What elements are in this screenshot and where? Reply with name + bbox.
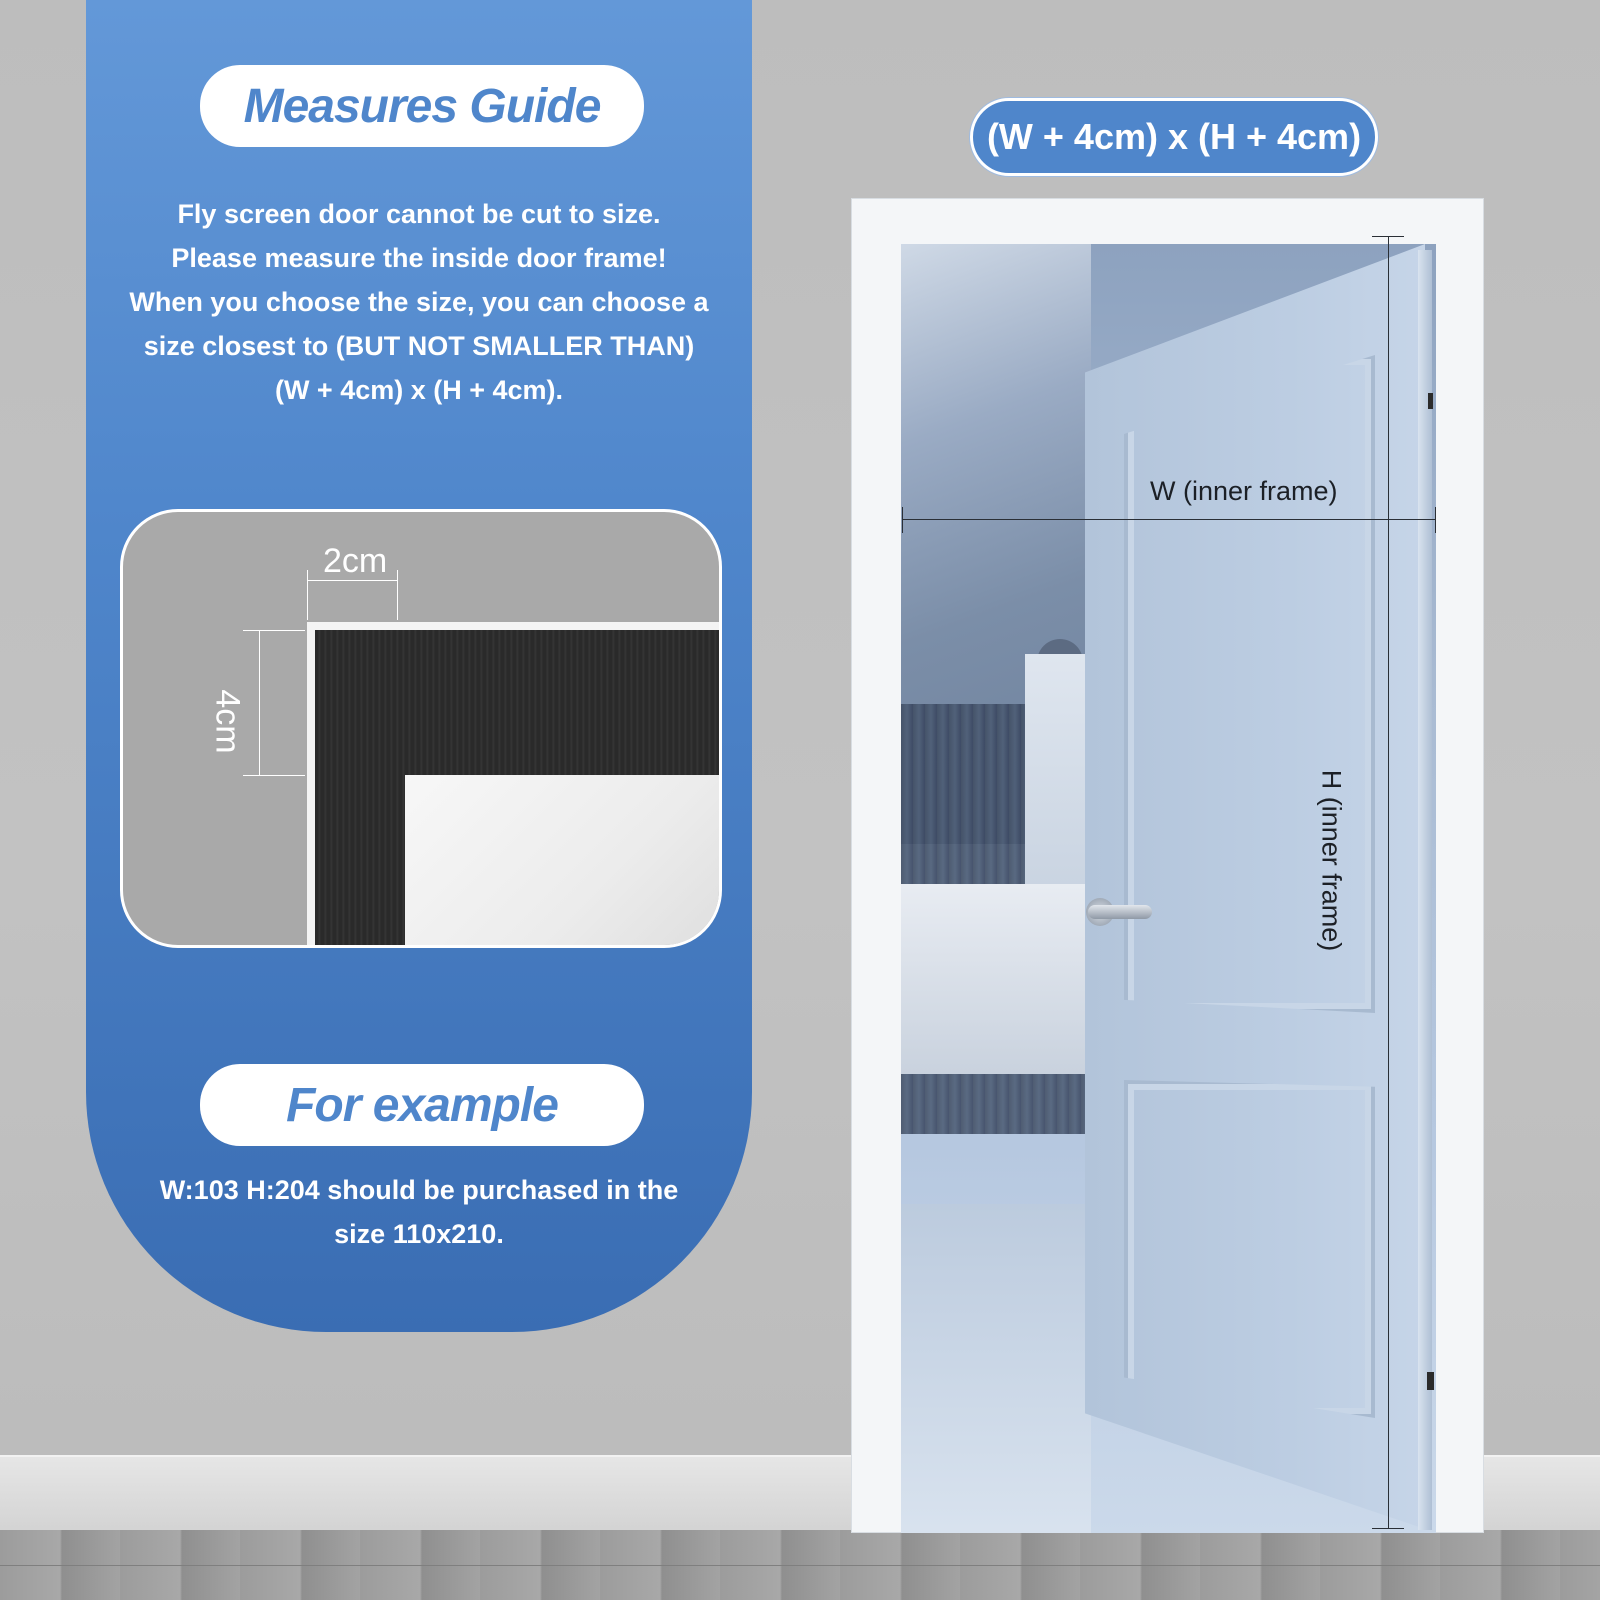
height-measure-tick [1372,236,1404,237]
church-tower [1025,654,1085,914]
guide-instructions: Fly screen door cannot be cut to size. P… [96,192,742,412]
guide-line: (W + 4cm) x (H + 4cm). [274,375,564,405]
dimension-tick [397,570,398,620]
frame-interior [405,775,719,945]
floor-line [0,1565,1600,1566]
velcro-strip-top [315,630,719,775]
dimension-tick [307,570,308,620]
width-measure-tick [1435,507,1436,533]
door-hinge [1428,393,1433,409]
open-door-leaf [1085,244,1425,1529]
velcro-strip-side [315,775,405,945]
door-panel-lower [1124,1080,1375,1418]
height-label: H (inner frame) [1316,769,1347,952]
guide-line: When you choose the size, you can choose… [129,287,709,317]
dimension-line-2cm [307,580,398,581]
door-frame-edge [307,622,315,945]
dimension-line-4cm [259,630,260,775]
door-hinge [1427,1372,1434,1390]
dimension-label-2cm: 2cm [323,542,388,580]
height-measure-tick [1372,1528,1404,1529]
size-formula-badge: (W + 4cm) x (H + 4cm) [970,98,1378,176]
guide-line: Fly screen door cannot be cut to size. [177,199,661,229]
guide-line: size closest to (BUT NOT SMALLER THAN) [143,331,695,361]
guide-title: Measures Guide [200,65,644,147]
example-title: For example [200,1064,644,1146]
dimension-label-4cm: 4cm [208,689,247,754]
height-measure-line [1388,236,1389,1528]
door-handle [1088,905,1152,919]
example-line: size 110x210. [334,1219,504,1249]
door-edge [1418,250,1432,1530]
width-measure-tick [902,507,903,533]
width-measure-line [902,519,1436,520]
example-text: W:103 H:204 should be purchased in the s… [96,1168,742,1256]
measures-guide-panel: Measures Guide Fly screen door cannot be… [86,0,752,1332]
width-label: W (inner frame) [1150,476,1338,506]
dimension-tick [243,630,305,631]
village-building [901,884,1091,1074]
snow-ground [901,1204,1091,1533]
guide-line: Please measure the inside door frame! [171,243,667,273]
velcro-closeup-inset: 2cm 4cm [120,509,722,948]
example-line: W:103 H:204 should be purchased in the [159,1175,679,1205]
door-frame-edge [307,622,719,630]
dimension-tick [243,775,305,776]
